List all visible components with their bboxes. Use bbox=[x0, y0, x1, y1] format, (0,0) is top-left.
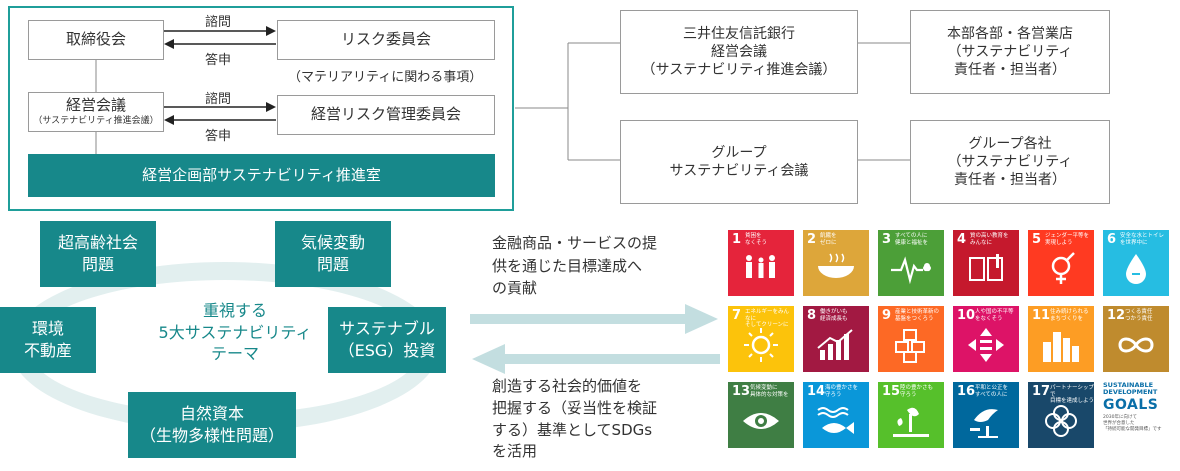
group-companies-label: グループ各社 （サステナビリティ 責任者・担当者） bbox=[947, 135, 1073, 189]
report-label-1: 答申 bbox=[205, 53, 232, 68]
sdg-tile-title: パートナーシップで 目標を達成しよう bbox=[1050, 385, 1094, 405]
bank-meeting-label: 三井住友信託銀行 経営会議 （サステナビリティ推進会議） bbox=[641, 25, 837, 79]
theme-environment: 環境 不動産 bbox=[0, 307, 96, 373]
consult-label-2: 諮問 bbox=[205, 92, 232, 107]
sdg-logo-caption: 2030年に向けて 世界が合意した 「持続可能な開発目標」です bbox=[1103, 414, 1162, 432]
sdg-tile-number: 12 bbox=[1107, 308, 1126, 323]
theme-esg: サステナブル （ESG）投資 bbox=[328, 307, 446, 373]
sdg-tile-number: 6 bbox=[1107, 232, 1117, 247]
sdg-tile-title: つくる責任 つかう責任 bbox=[1125, 309, 1153, 322]
sdg-tile-title: 働きがいも 経済成長も bbox=[820, 309, 848, 322]
consult-label-1: 諮問 bbox=[205, 15, 232, 30]
risk-committee-note: （マテリアリティに関わる事項） bbox=[288, 70, 483, 85]
theme-environment-label: 環境 不動産 bbox=[23, 319, 72, 360]
hq-depts-box: 本部各部・各営業店 （サステナビリティ 責任者・担当者） bbox=[910, 10, 1110, 94]
themes-center-label: 重視する 5大サステナビリティ テーマ bbox=[150, 300, 320, 365]
themes-center-text: 重視する 5大サステナビリティ テーマ bbox=[158, 301, 312, 364]
sdg-tile-number: 3 bbox=[882, 232, 892, 247]
theme-climate: 気候変動 問題 bbox=[275, 221, 391, 287]
sdg-tile-title: 平和と公正を すべての人に bbox=[975, 385, 1009, 398]
sdg-tile-number: 15 bbox=[882, 384, 901, 399]
board-box: 取締役会 bbox=[28, 20, 164, 60]
sdg-tile-title: 産業と技術革新の 基盤をつくろう bbox=[895, 309, 940, 322]
sdg-tile-number: 8 bbox=[807, 308, 817, 323]
theme-aging: 超高齢社会 問題 bbox=[40, 221, 156, 287]
sdg-tile-number: 7 bbox=[732, 308, 742, 323]
promotion-office-bar: 経営企画部サステナビリティ推進室 bbox=[28, 154, 495, 197]
sdg-tile-title: 貧困を なくそう bbox=[745, 233, 768, 246]
sdg-tile-number: 5 bbox=[1032, 232, 1042, 247]
sdg-tile-number: 1 bbox=[732, 232, 742, 247]
bank-meeting-box: 三井住友信託銀行 経営会議 （サステナビリティ推進会議） bbox=[620, 10, 858, 94]
sdg-tile-title: 住み続けられる まちづくりを bbox=[1050, 309, 1089, 322]
theme-natural-capital-label: 自然資本 （生物多様性問題） bbox=[139, 404, 284, 445]
sdg-tile-number: 14 bbox=[807, 384, 826, 399]
mgmt-meeting-label: 経営会議 bbox=[65, 96, 126, 115]
theme-natural-capital: 自然資本 （生物多様性問題） bbox=[128, 392, 296, 458]
sdg-tile-title: ジェンダー平等を 実現しよう bbox=[1045, 233, 1090, 246]
sdg-tile-number: 2 bbox=[807, 232, 817, 247]
arrow-left-icon bbox=[472, 344, 720, 374]
sdg-tile-number: 11 bbox=[1032, 308, 1051, 323]
contribution-text: 金融商品・サービスの提 供を通じた目標達成へ の貢献 bbox=[492, 234, 658, 297]
group-companies-box: グループ各社 （サステナビリティ 責任者・担当者） bbox=[910, 120, 1110, 204]
arrow-right-icon bbox=[470, 304, 718, 334]
sdg-tile-title: 飢餓を ゼロに bbox=[820, 233, 837, 246]
board-label: 取締役会 bbox=[65, 30, 126, 49]
hq-depts-label: 本部各部・各営業店 （サステナビリティ 責任者・担当者） bbox=[947, 25, 1073, 79]
sdg-tile-title: すべての人に 健康と福祉を bbox=[895, 233, 929, 246]
sdg-logo-goals: GOALS bbox=[1103, 396, 1159, 413]
sdg-tile-title: 人や国の不平等 をなくそう bbox=[975, 309, 1014, 322]
sdg-tile-title: 陸の豊かさも 守ろう bbox=[900, 385, 934, 398]
sdg-tile-title: 質の高い教育を みんなに bbox=[970, 233, 1009, 246]
mgmt-meeting-box: 経営会議 （サステナビリティ推進会議） bbox=[28, 92, 164, 132]
promotion-office-label: 経営企画部サステナビリティ推進室 bbox=[142, 166, 381, 185]
sdgs-usage-text: 創造する社会的価値を 把握する（妥当性を検証 する）基準としてSDGs を活用 bbox=[492, 377, 658, 461]
sdg-logo-title: SUSTAINABLE DEVELOPMENT bbox=[1103, 381, 1158, 397]
risk-committee-box: リスク委員会 bbox=[277, 20, 495, 60]
sdg-logo-tile: SUSTAINABLE DEVELOPMENT GOALS 2030年に向けて … bbox=[1103, 381, 1169, 454]
sdg-tile-title: 安全な水とトイレ を世界中に bbox=[1120, 233, 1165, 246]
risk-committee-label: リスク委員会 bbox=[340, 30, 431, 49]
group-meeting-label: グループ サステナビリティ会議 bbox=[669, 144, 809, 179]
theme-climate-label: 気候変動 問題 bbox=[300, 233, 365, 274]
sdg-tile-number: 9 bbox=[882, 308, 892, 323]
governance-panel bbox=[8, 6, 514, 211]
sdg-tile-number: 17 bbox=[1032, 384, 1051, 399]
theme-esg-label: サステナブル （ESG）投資 bbox=[338, 319, 436, 360]
sdg-tile-number: 16 bbox=[957, 384, 976, 399]
mgmt-meeting-sublabel: （サステナビリティ推進会議） bbox=[33, 115, 159, 126]
sdg-tile-title: 海の豊かさを 守ろう bbox=[825, 385, 859, 398]
sdg-tile-number: 4 bbox=[957, 232, 967, 247]
mgmt-risk-committee-box: 経営リスク管理委員会 bbox=[277, 95, 495, 135]
sdg-tile-title: エネルギーをみんなに そしてクリーンに bbox=[745, 309, 790, 329]
report-label-2: 答申 bbox=[205, 129, 232, 144]
governance-connectors bbox=[95, 26, 910, 161]
group-meeting-box: グループ サステナビリティ会議 bbox=[620, 120, 858, 204]
sdg-tile-number: 10 bbox=[957, 308, 976, 323]
sdg-tile-number: 13 bbox=[732, 384, 751, 399]
theme-aging-label: 超高齢社会 問題 bbox=[57, 233, 138, 274]
sdg-tile-title: 気候変動に 具体的な対策を bbox=[750, 385, 789, 398]
mgmt-risk-committee-label: 経営リスク管理委員会 bbox=[310, 105, 461, 124]
